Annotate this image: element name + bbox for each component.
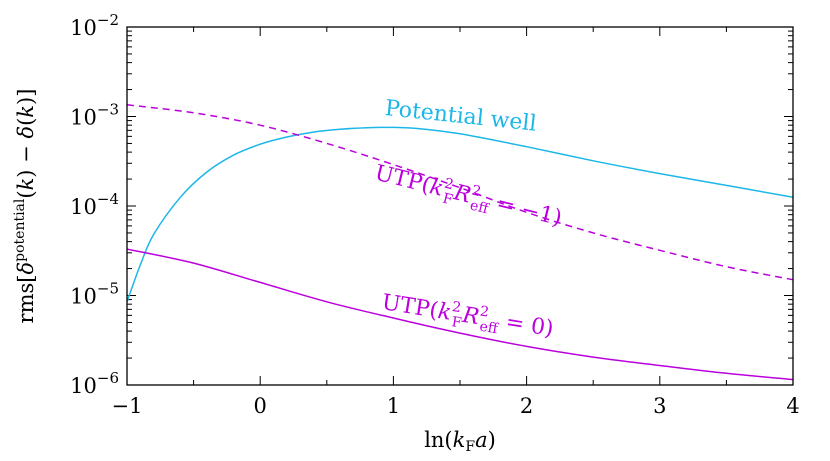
x-tick-label: 1 [387, 394, 400, 418]
x-tick-label: −1 [112, 394, 143, 418]
utp-minus-one-label: UTP(k2FR2eff = −1) [371, 159, 565, 235]
x-tick-label: 4 [786, 394, 799, 418]
x-tick-label: 3 [653, 394, 666, 418]
ticks-layer: −1 0 1 2 3 4 10−6 10−5 10−4 10−3 10−2 [70, 11, 800, 418]
utp-zero-line [126, 248, 794, 381]
utp-zero-label: UTP(k2FR2eff = 0) [379, 288, 555, 346]
potential-well-label: Potential well [384, 96, 538, 137]
potential-well-line [126, 126, 794, 303]
plot-frame [126, 26, 794, 386]
y-axis-label: rms[δpotential(k) − δ(k)] [12, 89, 38, 324]
series-layer [126, 104, 794, 381]
y-tick-label: 10−5 [70, 280, 119, 309]
y-tick-label: 10−6 [70, 369, 119, 398]
x-axis-label: ln(kFa) [424, 428, 496, 455]
y-tick-label: 10−2 [70, 11, 119, 40]
y-tick-label: 10−4 [70, 190, 119, 219]
utp-minus-one-line [126, 104, 794, 281]
y-tick-label: 10−3 [70, 101, 119, 130]
x-tick-label: 0 [254, 394, 267, 418]
x-tick-label: 2 [520, 394, 533, 418]
